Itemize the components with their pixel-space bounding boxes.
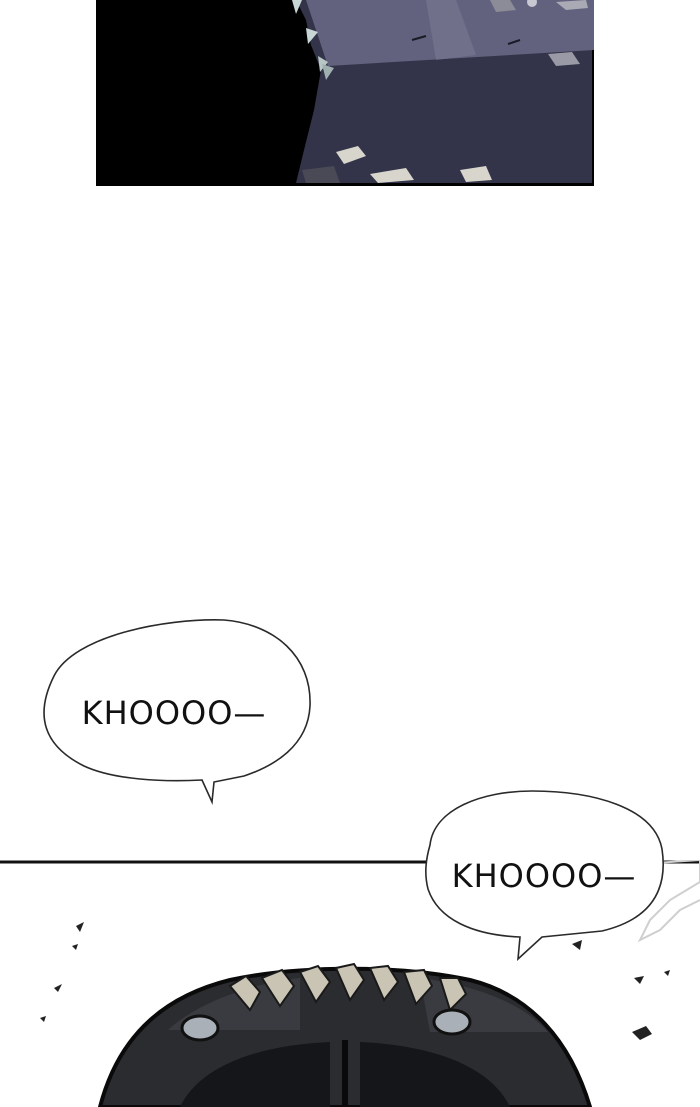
ground-crack bbox=[411, 35, 427, 41]
speech-bubble-text: KHOOOO— bbox=[81, 694, 267, 732]
speech-bubble-outline bbox=[425, 790, 664, 961]
helmet-figure-illustration bbox=[0, 860, 700, 1107]
speech-bubble-1: KHOOOO— bbox=[34, 616, 314, 806]
rubble-shard bbox=[322, 64, 334, 80]
light-beam bbox=[426, 0, 476, 60]
speech-bubble-2: KHOOOO— bbox=[422, 789, 666, 964]
rubble-shard bbox=[306, 28, 318, 44]
helmet-visor bbox=[180, 1042, 330, 1107]
rubble-shard bbox=[292, 0, 302, 14]
night-scene-illustration bbox=[96, 0, 594, 186]
rubble-rock bbox=[490, 0, 516, 12]
rubble-rock bbox=[336, 146, 366, 164]
foreground-shadow bbox=[98, 0, 321, 183]
helmet-visor bbox=[360, 1042, 510, 1107]
speed-lines bbox=[637, 860, 700, 943]
bone-spikes bbox=[228, 962, 468, 1012]
speech-bubble-text: KHOOOO— bbox=[451, 857, 637, 895]
ground-crack bbox=[507, 39, 521, 45]
rubble-rock bbox=[460, 166, 492, 182]
rubble-rock bbox=[527, 0, 537, 7]
speech-bubble-outline bbox=[43, 619, 311, 806]
bottom-comic-panel bbox=[0, 860, 700, 1107]
rubble-rock bbox=[556, 0, 588, 10]
rubble-shard bbox=[318, 56, 328, 72]
top-comic-panel bbox=[96, 0, 594, 186]
flying-debris bbox=[40, 922, 670, 1040]
rubble-rock bbox=[302, 166, 340, 183]
rubble-rock bbox=[370, 168, 414, 183]
helmet-rivet bbox=[432, 1008, 472, 1036]
rubble-rock bbox=[548, 52, 580, 66]
helmet-rivet bbox=[180, 1014, 220, 1042]
